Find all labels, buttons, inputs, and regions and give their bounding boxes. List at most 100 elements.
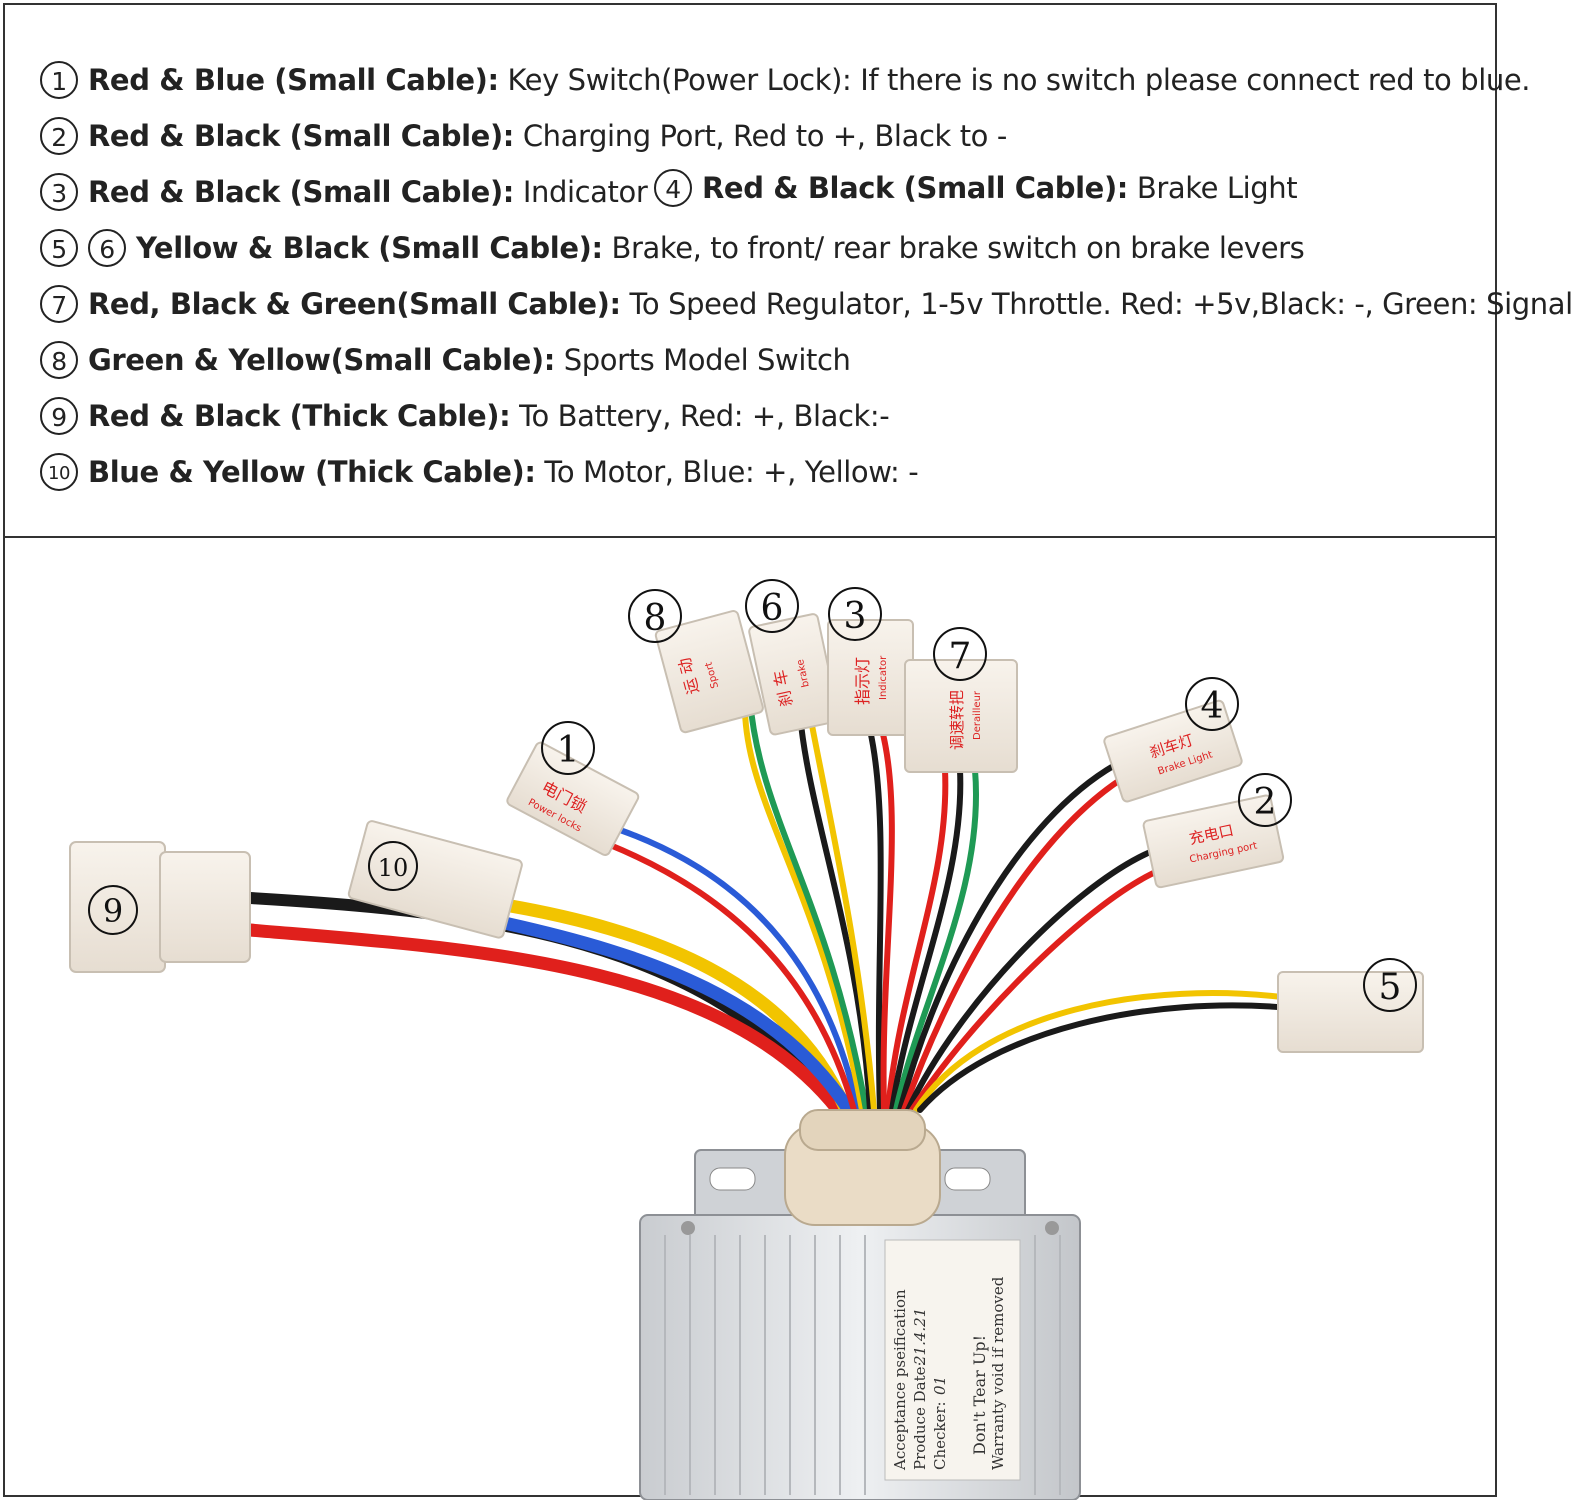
sticker-background xyxy=(884,1239,1021,1481)
wire-1-blue xyxy=(617,827,861,1113)
wire-8-green xyxy=(747,697,869,1113)
callout-7: 7 xyxy=(933,627,987,681)
wire-2-black xyxy=(905,847,1158,1113)
callout-4: 4 xyxy=(1185,677,1239,731)
wire-8-yellow xyxy=(741,692,865,1113)
callout-2: 2 xyxy=(1238,773,1292,827)
connector-1-housing xyxy=(506,741,640,856)
wire-6-yellow xyxy=(807,712,877,1113)
wire-7-green xyxy=(893,767,979,1113)
connector-9-housing xyxy=(159,851,251,963)
svg-text:2: 2 xyxy=(1254,782,1277,823)
legend-label: Red & Black (Small Cable): xyxy=(702,171,1129,205)
connector-7: 调速转把 Derailleur xyxy=(904,659,1018,773)
svg-text:10: 10 xyxy=(378,854,409,882)
marker-10: 10 xyxy=(40,453,78,491)
connector-3: 指示灯 Indicator xyxy=(827,619,914,736)
sticker-date: 21.4.21 xyxy=(911,1308,929,1366)
marker-1: 1 xyxy=(40,61,78,99)
wire-1-red xyxy=(607,842,857,1113)
wire-10-blue xyxy=(493,915,859,1122)
legend-row-9: 9 Red & Black (Thick Cable): To Battery, … xyxy=(40,391,890,441)
legend-label: Red & Blue (Small Cable): xyxy=(88,63,499,97)
legend-desc: Indicator xyxy=(514,175,648,209)
legend-desc: Brake, to front/ rear brake switch on br… xyxy=(602,231,1305,265)
svg-text:5: 5 xyxy=(1379,967,1402,1008)
svg-text:7: 7 xyxy=(949,636,972,677)
wire-7-red xyxy=(885,767,949,1113)
callout-5: 5 xyxy=(1363,958,1417,1012)
wire-5-yellow xyxy=(913,990,1293,1113)
legend-desc: Charging Port, Red to +, Black to - xyxy=(514,119,1007,153)
connector-10-housing xyxy=(347,820,523,939)
callout-8: 8 xyxy=(628,589,682,643)
sticker-line-2: Produce Date: xyxy=(911,1361,929,1470)
screw xyxy=(681,1221,695,1235)
legend-label: Blue & Yellow (Thick Cable): xyxy=(88,455,536,489)
connector-6-housing xyxy=(748,613,840,736)
legend-desc: To Speed Regulator, 1-5v Throttle. Red: … xyxy=(620,287,1573,321)
connector-6: 刹 车 brake xyxy=(748,613,840,736)
wire-6-black xyxy=(797,712,873,1113)
svg-text:6: 6 xyxy=(761,588,784,629)
callout-9: 9 xyxy=(88,885,138,935)
legend-row-4: 4 Red & Black (Small Cable): Brake Light xyxy=(654,163,1298,213)
wire-10-yellow xyxy=(498,898,853,1117)
connector-8: 运 动 Sport xyxy=(654,610,764,734)
legend-label: Red, Black & Green(Small Cable): xyxy=(88,287,621,321)
wire-harness xyxy=(243,692,1293,1122)
sticker-line-5: Warranty void if removed xyxy=(989,1276,1007,1470)
svg-text:1: 1 xyxy=(557,730,580,771)
screw xyxy=(1045,1221,1059,1235)
connector-8-housing xyxy=(654,610,764,734)
wire-7-black xyxy=(889,767,964,1113)
marker-5: 5 xyxy=(40,229,78,267)
bracket-slot xyxy=(709,1167,756,1191)
connector-4: 刹车灯 Brake Light xyxy=(1103,699,1243,803)
connector-9 xyxy=(69,841,251,973)
wire-4-black xyxy=(897,762,1118,1113)
bracket-slot xyxy=(944,1167,991,1191)
connector-1: 电门锁 Power locks xyxy=(506,741,640,856)
wire-4-red xyxy=(901,777,1123,1113)
marker-3: 3 xyxy=(40,173,78,211)
marker-9: 9 xyxy=(40,397,78,435)
cable-grommet xyxy=(784,1109,941,1226)
svg-text:4: 4 xyxy=(1201,686,1224,727)
wire-5-black xyxy=(917,1002,1293,1113)
marker-6: 6 xyxy=(88,229,126,267)
connector-7-en-label: Derailleur xyxy=(972,690,983,740)
callout-3: 3 xyxy=(828,587,882,641)
legend-desc: To Battery, Red: +, Black:- xyxy=(510,399,890,433)
connector-4-housing xyxy=(1103,699,1243,803)
connector-2: 充电口 Charging port xyxy=(1142,794,1285,889)
wire-9-red xyxy=(243,923,845,1117)
warranty-sticker: Acceptance pseification Produce Date: 21… xyxy=(884,1239,1021,1481)
controller-wiring-diagram: Acceptance pseification Produce Date: 21… xyxy=(69,579,1424,1500)
legend-desc: Brake Light xyxy=(1128,171,1298,205)
marker-8: 8 xyxy=(40,341,78,379)
svg-text:9: 9 xyxy=(103,892,123,930)
legend-label: Yellow & Black (Small Cable): xyxy=(136,231,603,265)
svg-text:8: 8 xyxy=(644,598,667,639)
legend-label: Red & Black (Thick Cable): xyxy=(88,399,511,433)
wire-3-black xyxy=(867,727,884,1113)
marker-2: 2 xyxy=(40,117,78,155)
connector-7-cn-label: 调速转把 xyxy=(948,690,966,750)
connector-3-cn-label: 指示灯 xyxy=(853,657,872,705)
sticker-line-1: Acceptance pseification xyxy=(891,1289,909,1471)
legend-label: Red & Black (Small Cable): xyxy=(88,175,515,209)
sticker-line-3: Checker: xyxy=(931,1401,949,1470)
marker-4: 4 xyxy=(654,169,692,207)
sticker-checker: 01 xyxy=(931,1376,949,1395)
connector-2-housing xyxy=(1142,794,1285,889)
sticker-line-4: Don't Tear Up! xyxy=(970,1335,989,1455)
connector-5-housing xyxy=(1277,971,1424,1053)
connector-7-housing xyxy=(904,659,1018,773)
callout-1: 1 xyxy=(541,721,595,775)
